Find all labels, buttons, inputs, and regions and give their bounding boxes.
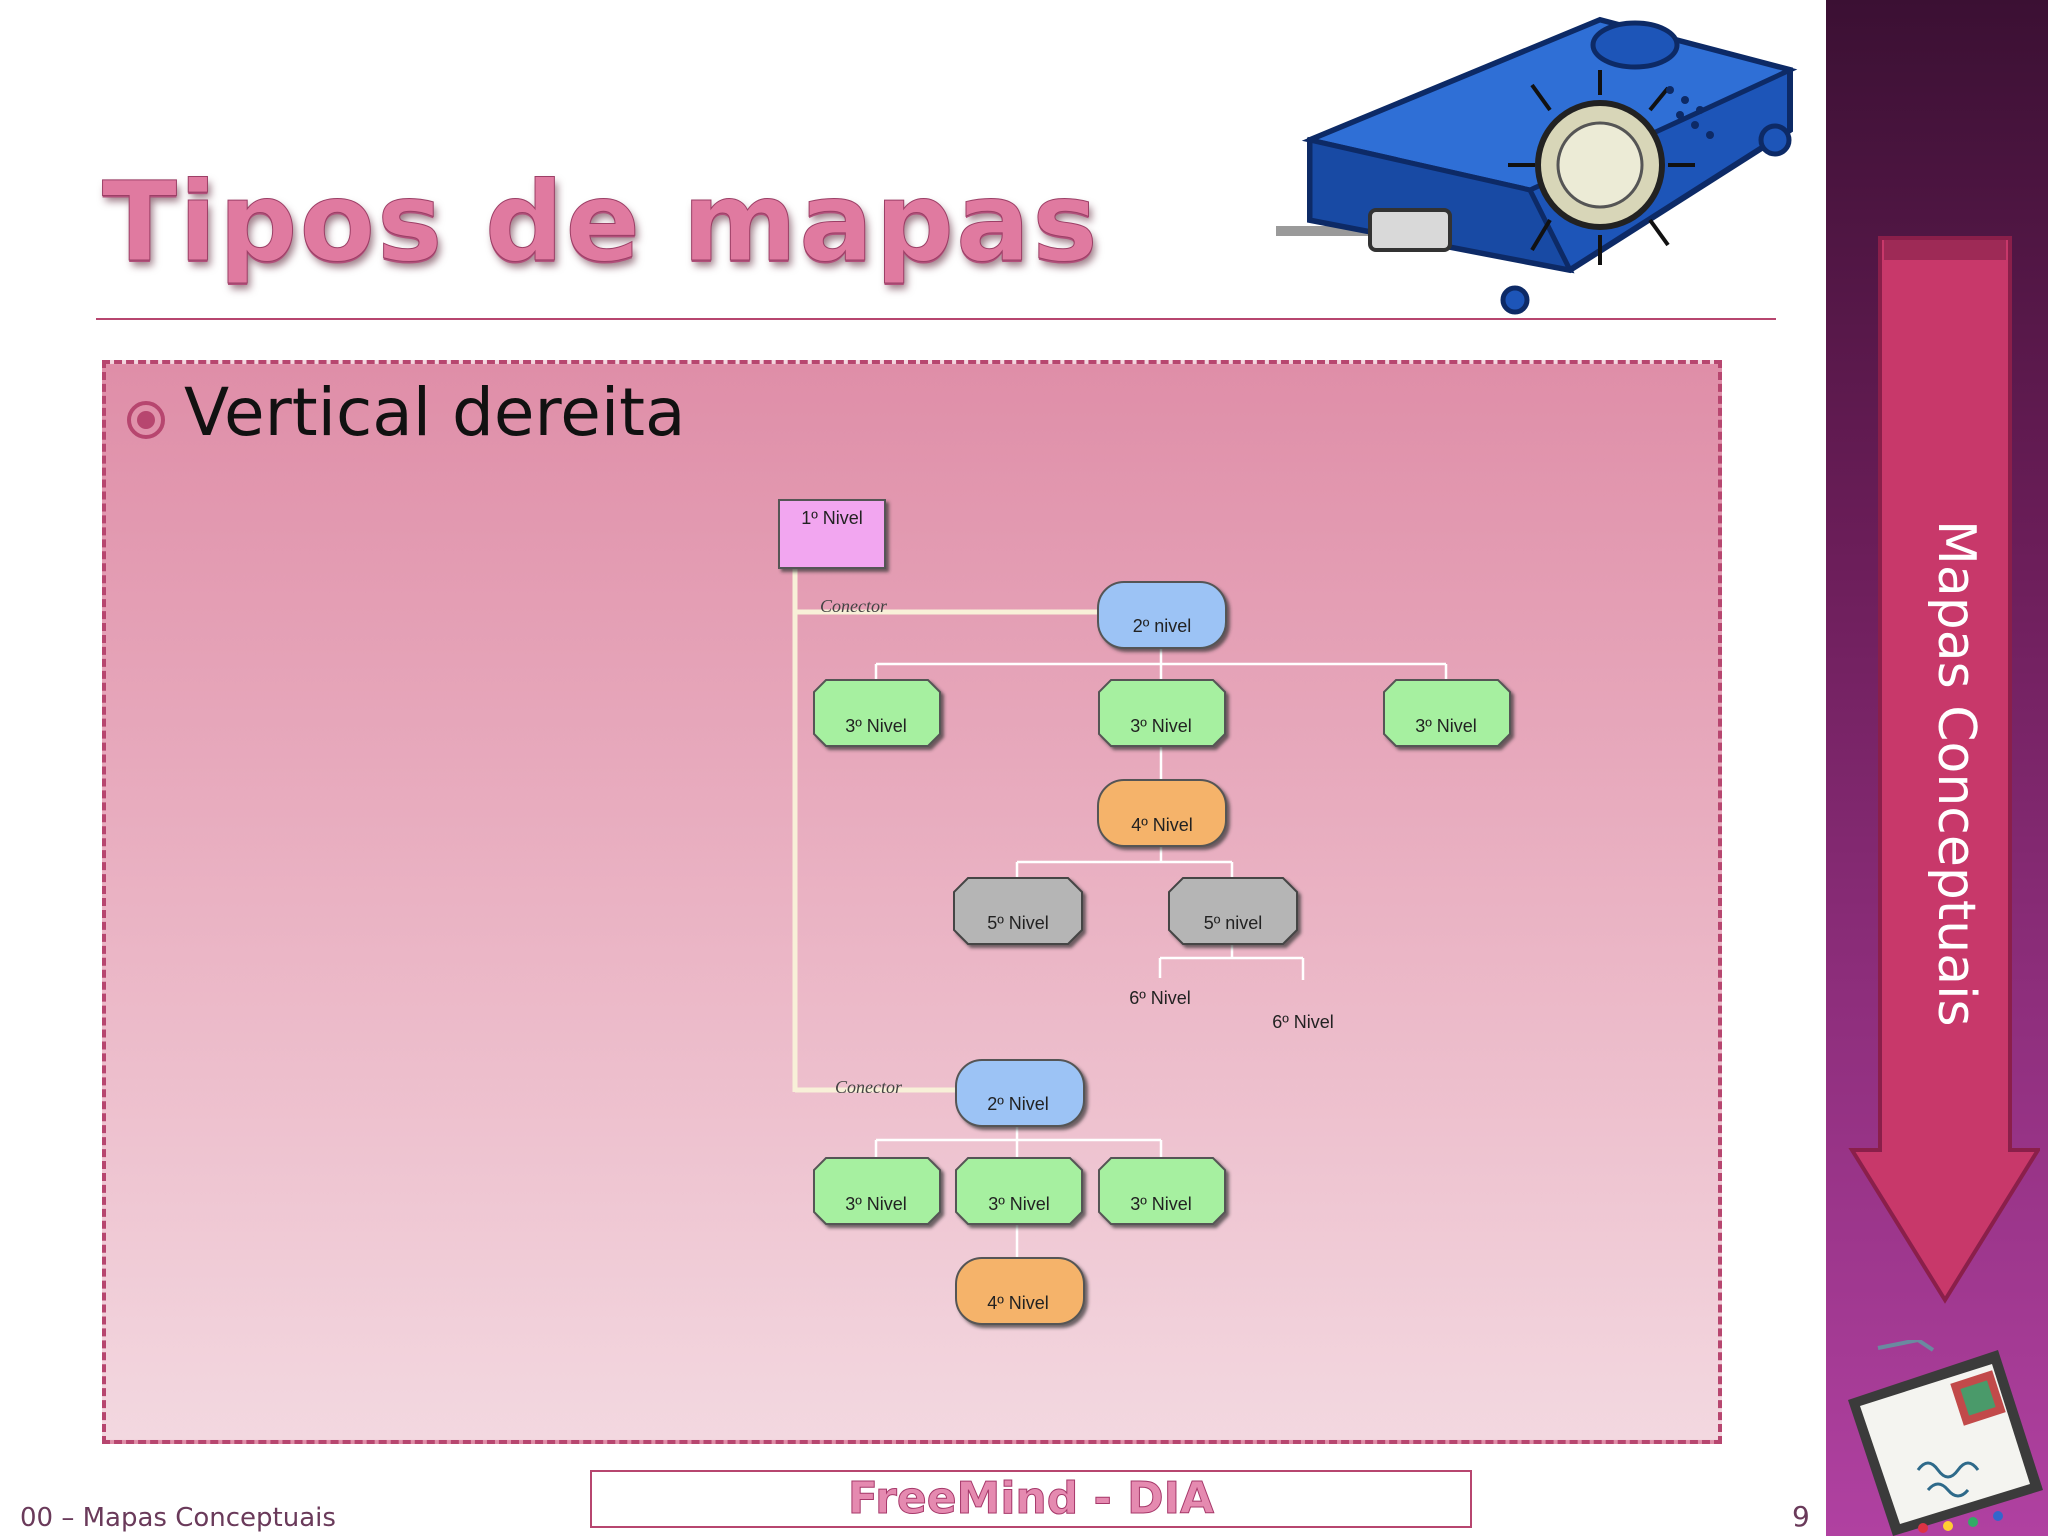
node-level3-b1-label: 3º Nivel: [845, 1194, 907, 1214]
bullet-icon: [127, 401, 165, 439]
node-level3-b3: [1098, 1157, 1226, 1225]
node-level1-label: 1º Nivel: [801, 508, 863, 528]
node-level5-a1: [953, 877, 1083, 945]
node-level2-a-label: 2º nivel: [1133, 616, 1192, 636]
down-arrow-icon: [1848, 236, 2040, 1304]
node-level6-a1-label: 6º Nivel: [1129, 988, 1191, 1008]
projector-icon: [1276, 16, 1798, 315]
connector-lines: [792, 568, 1098, 1093]
node-level3-b2: [955, 1157, 1083, 1225]
node-level3-a2-label: 3º Nivel: [1130, 716, 1192, 736]
page-number: 9: [1792, 1500, 1810, 1533]
footer-left-text: 00 – Mapas Conceptuais: [20, 1503, 336, 1533]
node-level3-a1: [813, 679, 941, 747]
node-level4-b-label: 4º Nivel: [987, 1293, 1049, 1313]
node-level5-a1-label: 5º Nivel: [987, 913, 1049, 933]
node-level3-b1: [813, 1157, 941, 1225]
node-level4-b: [955, 1257, 1085, 1325]
branch-lines: [874, 648, 1448, 1258]
node-level2-a: [1097, 581, 1227, 649]
title-divider: [96, 318, 1776, 320]
node-level5-a2-label: 5º nivel: [1204, 913, 1263, 933]
sidebar-label: Mapas Conceptuais: [1926, 520, 1986, 1027]
footer-center-text: FreeMind - DIA: [847, 1473, 1215, 1525]
node-level3-a3-label: 3º Nivel: [1415, 716, 1477, 736]
slide-title: Tipos de mapas: [102, 158, 1100, 287]
node-level5-a2: [1168, 877, 1298, 945]
node-level2-b-label: 2º Nivel: [987, 1094, 1049, 1114]
node-level1: [778, 499, 886, 569]
chalkboard-icon: [1848, 1340, 2043, 1536]
connector-label-2: Conector: [835, 1077, 903, 1097]
node-level6-a2-label: 6º Nivel: [1272, 1012, 1334, 1032]
node-level3-a1-label: 3º Nivel: [845, 716, 907, 736]
footer-box: [590, 1470, 1472, 1528]
node-level2-b: [955, 1059, 1085, 1127]
node-level4-a: [1097, 779, 1227, 847]
node-level3-a2: [1098, 679, 1226, 747]
node-level3-b2-label: 3º Nivel: [988, 1194, 1050, 1214]
node-level4-a-label: 4º Nivel: [1131, 815, 1193, 835]
bullet-text: Vertical dereita: [184, 374, 686, 451]
content-box: [102, 360, 1722, 1444]
node-level3-a3: [1383, 679, 1511, 747]
connector-label-1: Conector: [820, 596, 888, 616]
node-level3-b3-label: 3º Nivel: [1130, 1194, 1192, 1214]
